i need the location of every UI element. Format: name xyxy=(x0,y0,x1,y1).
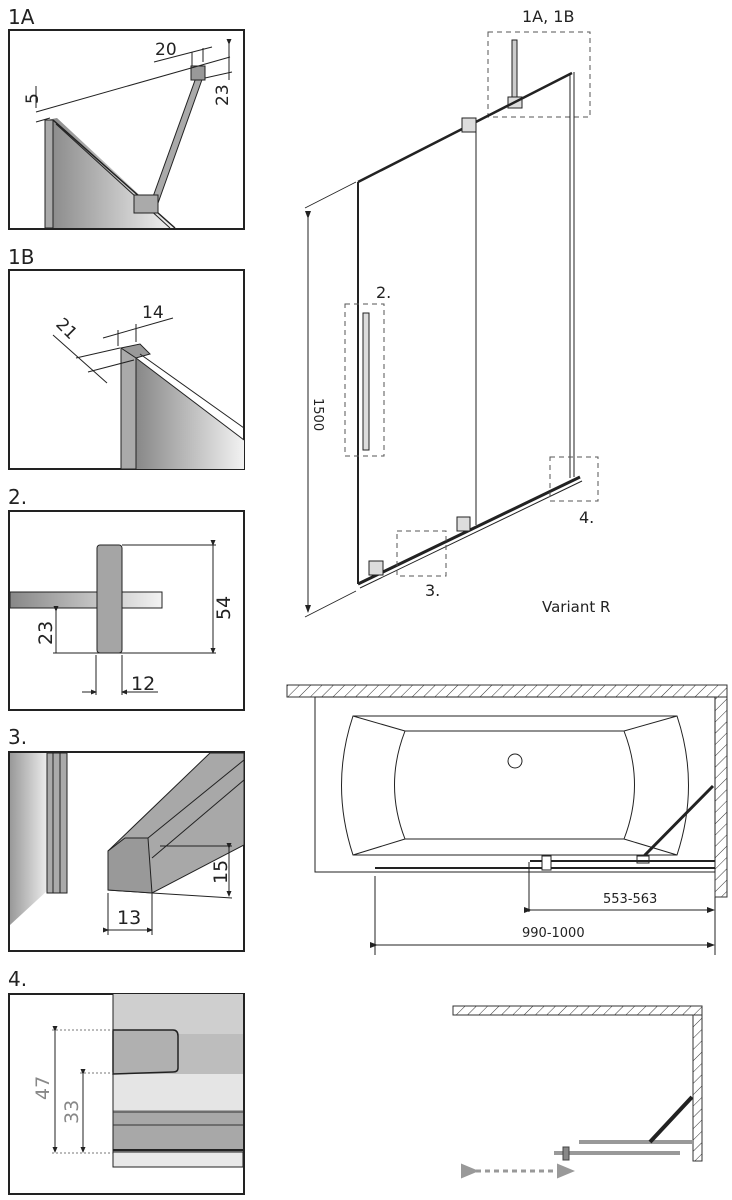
dim-13: 13 xyxy=(117,907,141,929)
wall-arm xyxy=(511,39,518,101)
detail-1a-title: 1A xyxy=(8,5,35,29)
bottom-roller xyxy=(456,516,471,532)
drain xyxy=(507,753,523,769)
detail-1b: 1B 14 21 xyxy=(8,245,245,470)
callout-box-1ab xyxy=(487,31,591,118)
callout-1a-1b: 1A, 1B xyxy=(522,7,574,26)
dim-15: 15 xyxy=(210,860,232,884)
dim-5: 5 xyxy=(23,93,43,104)
dim-14: 14 xyxy=(142,303,164,323)
detail-2-frame xyxy=(8,510,245,711)
side-profile xyxy=(46,752,68,894)
glass-panel xyxy=(10,753,48,925)
detail-4: 4. 47 33 xyxy=(8,967,245,1195)
detail-3-title: 3. xyxy=(8,725,27,749)
support-arm xyxy=(648,1095,694,1144)
dim-23: 23 xyxy=(35,621,57,645)
glass-panel xyxy=(136,358,244,469)
detail-4-title: 4. xyxy=(8,967,27,991)
detail-2: 2. 54 23 12 xyxy=(8,485,245,711)
sliding-schematic xyxy=(452,1005,703,1179)
glass-section xyxy=(9,591,163,609)
top-clamp xyxy=(461,117,477,133)
detail-3: 3. 15 13 xyxy=(8,725,245,952)
dim-12: 12 xyxy=(131,673,155,695)
panel-edge xyxy=(44,119,54,229)
handle xyxy=(362,312,370,451)
height-dim-1500: 1500 xyxy=(310,398,325,431)
wall-right xyxy=(714,696,728,898)
roller-block xyxy=(112,1029,179,1075)
wall-right xyxy=(692,1014,703,1162)
dim-33: 33 xyxy=(61,1100,83,1124)
main-view: 1A, 1B 2. 3. 4. 1500 Variant R xyxy=(304,7,610,618)
plan-view: 553-563 990-1000 xyxy=(286,684,728,955)
callout-4: 4. xyxy=(579,508,594,527)
detail-1a: 1A 20 5 23 xyxy=(8,5,245,230)
variant-label: Variant R xyxy=(542,598,610,616)
profile-cap xyxy=(119,343,151,359)
bathtub xyxy=(314,696,716,873)
wall-top xyxy=(452,1005,703,1016)
callout-3: 3. xyxy=(425,581,440,600)
bottom-roller xyxy=(368,560,384,576)
callout-box-3 xyxy=(396,530,447,577)
wall-top xyxy=(286,684,728,698)
handle xyxy=(96,544,123,654)
callout-box-2 xyxy=(344,303,385,457)
dim-54: 54 xyxy=(213,596,235,620)
dim-47: 47 xyxy=(32,1076,54,1100)
rail-profile xyxy=(113,1110,243,1152)
support-arm xyxy=(640,784,715,860)
detail-1b-title: 1B xyxy=(8,245,34,269)
dim-20: 20 xyxy=(155,40,177,60)
wall-bracket xyxy=(190,65,206,81)
glass-clamp xyxy=(133,194,159,214)
dim-553-563: 553-563 xyxy=(603,892,657,907)
panel-edge xyxy=(120,347,137,470)
callout-box-4 xyxy=(549,456,599,502)
callout-2: 2. xyxy=(376,283,391,302)
dim-990-1000: 990-1000 xyxy=(522,926,585,941)
dim-23: 23 xyxy=(213,84,233,106)
detail-2-title: 2. xyxy=(8,485,27,509)
